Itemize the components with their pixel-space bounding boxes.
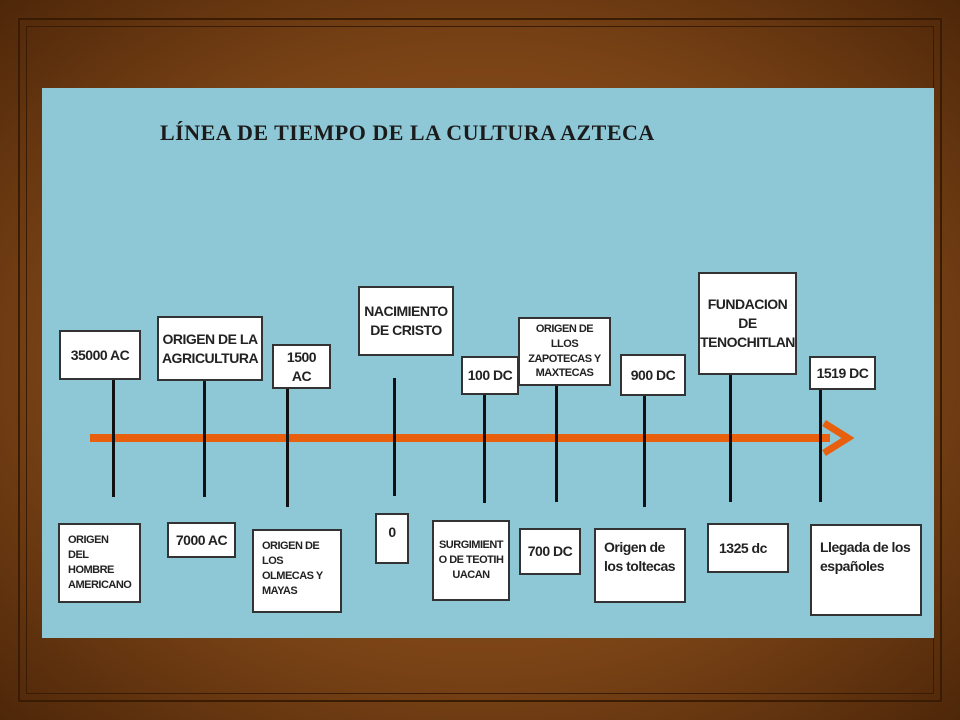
event-box-top: 1519 DC [809, 356, 876, 390]
event-box-bottom: 0 [375, 513, 409, 564]
event-box-top: FUNDACION DE TENOCHITLAN [698, 272, 797, 375]
connector-line [112, 355, 115, 497]
event-box-bottom: SURGIMIENTO DE TEOTIHUACAN [432, 520, 510, 601]
event-box-top: 1500 AC [272, 344, 331, 389]
event-box-top: 100 DC [461, 356, 519, 395]
event-box-bottom: 1325 dc [707, 523, 789, 573]
decorative-frame [18, 18, 942, 702]
event-box-bottom: 7000 AC [167, 522, 236, 558]
connector-line [819, 380, 822, 502]
event-box-bottom: 700 DC [519, 528, 581, 575]
event-box-bottom: Llegada de los españoles [810, 524, 922, 616]
connector-line [643, 380, 646, 507]
connector-line [203, 350, 206, 497]
arrow-head-icon [822, 420, 854, 456]
event-box-bottom: ORIGEN DE LOS OLMECAS Y MAYAS [252, 529, 342, 613]
connector-line [393, 378, 396, 496]
event-box-top: ORIGEN DE LLOS ZAPOTECAS Y MAXTECAS [518, 317, 611, 386]
event-box-top: 900 DC [620, 354, 686, 396]
connector-line [286, 365, 289, 507]
event-box-bottom: Origen de los toltecas [594, 528, 686, 603]
connector-line [555, 360, 558, 502]
timeline-title: LÍNEA DE TIEMPO DE LA CULTURA AZTECA [160, 120, 655, 145]
connector-line [483, 370, 486, 503]
event-box-top: ORIGEN DE LA AGRICULTURA [157, 316, 263, 381]
event-box-top: NACIMIENTO DE CRISTO [358, 286, 454, 356]
event-box-bottom: ORIGEN DEL HOMBRE AMERICANO [58, 523, 141, 603]
event-box-top: 35000 AC [59, 330, 141, 380]
connector-line [729, 375, 732, 502]
timeline-arrow [90, 434, 830, 442]
